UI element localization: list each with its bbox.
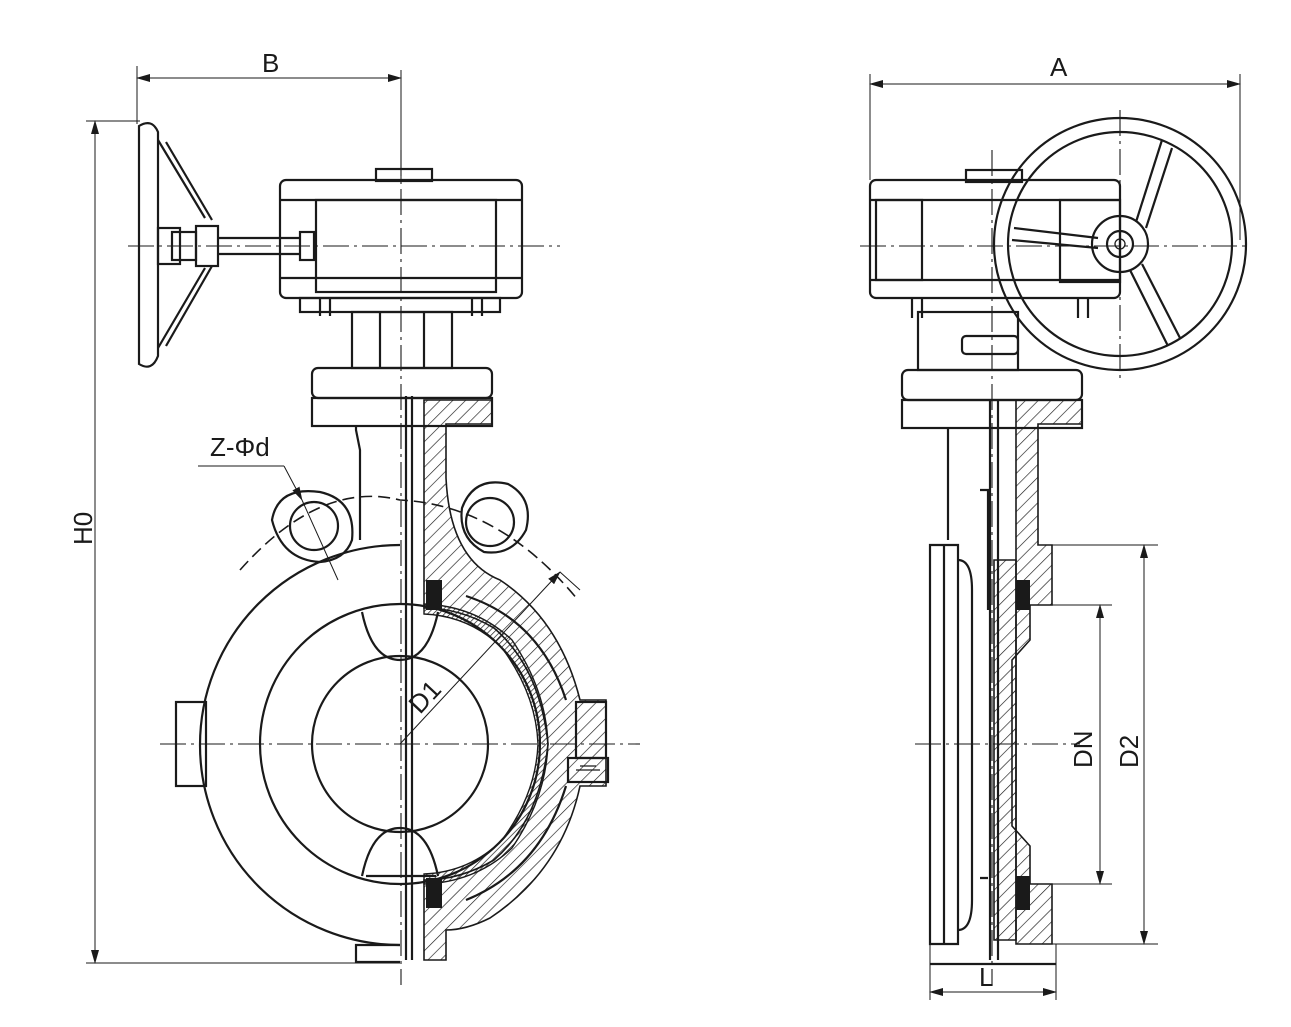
- label-l: L: [979, 962, 993, 992]
- handwheel-side-icon: [137, 121, 316, 368]
- label-h0: H0: [68, 512, 98, 545]
- side-view: A: [860, 52, 1250, 1000]
- bolt-circle: [239, 495, 579, 601]
- stem-neck: [310, 310, 494, 960]
- label-b: B: [262, 48, 279, 78]
- bolt-lug-right: [460, 481, 529, 554]
- label-a: A: [1050, 52, 1068, 82]
- label-d2: D2: [1114, 735, 1144, 768]
- dimension-z-phi-d: Z-Φd: [198, 432, 339, 581]
- gearbox-side: [868, 168, 1122, 318]
- bolt-lug-left: [270, 490, 354, 564]
- dimension-h0: H0: [68, 120, 400, 964]
- dimension-l: L: [929, 944, 1057, 1000]
- body-section: [423, 399, 610, 961]
- label-dn: DN: [1068, 730, 1098, 768]
- dimension-dn: DN: [1030, 604, 1112, 885]
- dimension-d2: D2: [1052, 544, 1158, 945]
- front-view: B H0: [68, 48, 640, 985]
- dimension-a: A: [869, 52, 1241, 240]
- label-z-phi-d: Z-Φd: [210, 432, 270, 462]
- label-d1: D1: [402, 674, 447, 719]
- body-side: [928, 399, 1083, 966]
